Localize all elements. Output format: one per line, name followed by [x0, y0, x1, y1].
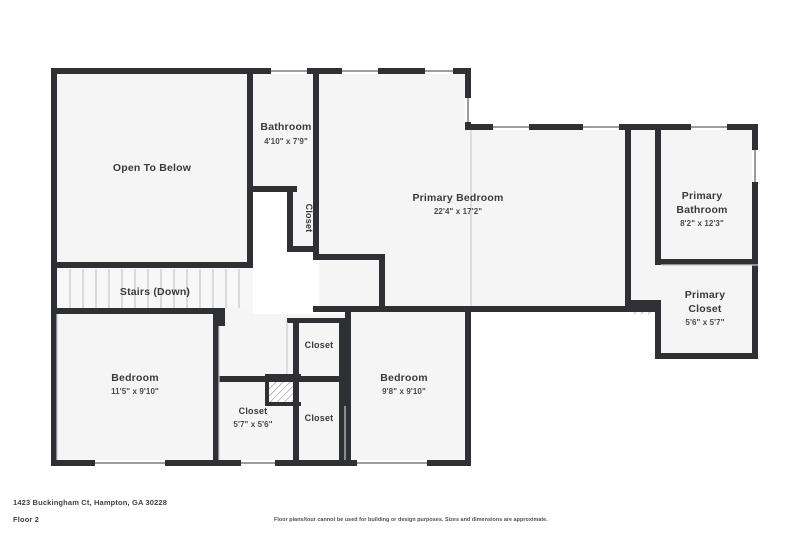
wall-mid-horizontal-right — [299, 376, 345, 382]
footer-disclaimer: Floor plans/tour cannot be used for buil… — [274, 517, 548, 523]
floor-fill-stairs — [57, 268, 253, 314]
label-bedroom-left-dims: 11'5" x 9'10" — [111, 387, 159, 396]
wall-primary-bath-bottom — [655, 259, 758, 265]
label-primary-bathroom-dims: 8'2" x 12'3" — [680, 219, 724, 228]
wall-right-bedroom-right — [465, 306, 471, 466]
label-bathroom-name: Bathroom — [260, 121, 311, 133]
walls-interior — [57, 74, 758, 460]
label-bathroom-dims: 4'10" x 7'9" — [264, 137, 308, 146]
floor-fill-primary-bedroom-b — [319, 260, 471, 312]
wall-bottom-right-wing — [655, 353, 758, 359]
wall-closet-bath-bottom — [287, 246, 319, 252]
floor-fill-primary-closet — [661, 265, 758, 353]
wall-closet-bath-left — [287, 186, 293, 252]
floor-fill-bedroom-left — [57, 314, 219, 460]
windows — [90, 68, 758, 466]
wall-left-exterior-upper — [51, 68, 57, 274]
wall-closet-mid-left — [293, 318, 299, 460]
wall-bathroom-bottom — [253, 186, 297, 192]
wall-bedroom-right-top — [345, 306, 471, 312]
floor-fill-primary-bedroom-a — [319, 74, 471, 260]
wall-closet-mid-right-full — [339, 318, 345, 460]
wall-bottom-primary — [465, 306, 661, 312]
window-top-1 — [267, 68, 311, 74]
thin-partitions — [56, 130, 758, 460]
label-closet-upper-mid: Closet — [305, 340, 334, 350]
window-bottom-3 — [352, 460, 432, 466]
wall-stairs-bottom — [57, 308, 225, 314]
wall-stub-left-bedroom-top — [219, 312, 225, 326]
window-right-wing-3 — [687, 124, 731, 130]
wall-open-right — [247, 74, 253, 268]
wall-primary-closet-stub — [625, 300, 661, 306]
floor-fill-bedroom-right — [351, 312, 471, 460]
wall-primary-bath-inner — [625, 130, 631, 306]
window-bottom-2 — [236, 460, 280, 466]
wall-primary-jog-top — [313, 254, 385, 260]
room-labels: Open To Below Bathroom 4'10" x 7'9" Clos… — [111, 121, 727, 429]
window-right-wing-1 — [489, 124, 533, 130]
wall-right-wing-left-lower — [655, 312, 661, 359]
label-primary-closet-line1: Primary — [685, 289, 726, 301]
label-closet-lower-right: Closet — [305, 413, 334, 423]
window-top-3 — [421, 68, 457, 74]
window-right-1 — [752, 146, 758, 186]
wall-left-stairs — [51, 262, 57, 314]
wall-left-exterior-lower — [51, 308, 57, 466]
wall-bedroom-right-left — [345, 312, 351, 460]
footer-floor-label: Floor 2 — [13, 515, 40, 524]
label-closet-bath: Closet — [304, 204, 314, 233]
floor-fill-open-to-below — [57, 74, 253, 268]
label-primary-closet-dims: 5'6" x 5'7" — [685, 318, 724, 327]
wall-hatch-bottom — [265, 402, 301, 406]
footer-address: 1423 Buckingham Ct, Hampton, GA 30228 — [13, 498, 168, 507]
label-primary-bedroom-dims: 22'4" x 17'2" — [434, 207, 482, 216]
wall-primary-bath-left — [655, 130, 661, 259]
wall-mid-closet-top — [287, 318, 351, 323]
wall-hatch-top — [265, 374, 301, 378]
wall-bedroom-left-right — [213, 314, 219, 460]
wall-open-bottom — [57, 262, 253, 268]
label-bedroom-right-dims: 9'8" x 9'10" — [382, 387, 426, 396]
label-closet-lower-left-dims: 5'7" x 5'6" — [233, 420, 272, 429]
label-open-to-below: Open To Below — [113, 162, 192, 174]
window-bottom-1 — [90, 460, 170, 466]
window-top-2 — [338, 68, 382, 74]
label-primary-closet-line2: Closet — [688, 303, 722, 315]
wall-right-exterior — [752, 124, 758, 359]
label-closet-lower-left-name: Closet — [239, 406, 268, 416]
door-openings — [225, 308, 247, 314]
label-primary-bathroom-line1: Primary — [682, 190, 723, 202]
wall-top-left — [51, 68, 263, 74]
wall-bathroom-right — [313, 74, 319, 186]
label-primary-bedroom-name: Primary Bedroom — [412, 192, 503, 204]
wall-primary-jog-right — [379, 254, 385, 312]
wall-mid-horizontal-left — [213, 376, 299, 382]
label-stairs: Stairs (Down) — [120, 286, 190, 298]
stair-treads — [69, 269, 240, 313]
window-right-wing-2 — [579, 124, 623, 130]
floor-fill-primary-bathroom — [661, 130, 758, 265]
window-step-right — [465, 98, 471, 122]
label-bedroom-left-name: Bedroom — [111, 372, 159, 384]
floor-fill-primary-bedroom-c — [471, 130, 661, 312]
wall-hatch-left — [265, 374, 269, 406]
wall-closet-bath-right — [313, 186, 319, 260]
floor-fill-bathroom — [253, 74, 319, 186]
label-bedroom-right-name: Bedroom — [380, 372, 428, 384]
label-primary-bathroom-line2: Bathroom — [676, 204, 727, 216]
